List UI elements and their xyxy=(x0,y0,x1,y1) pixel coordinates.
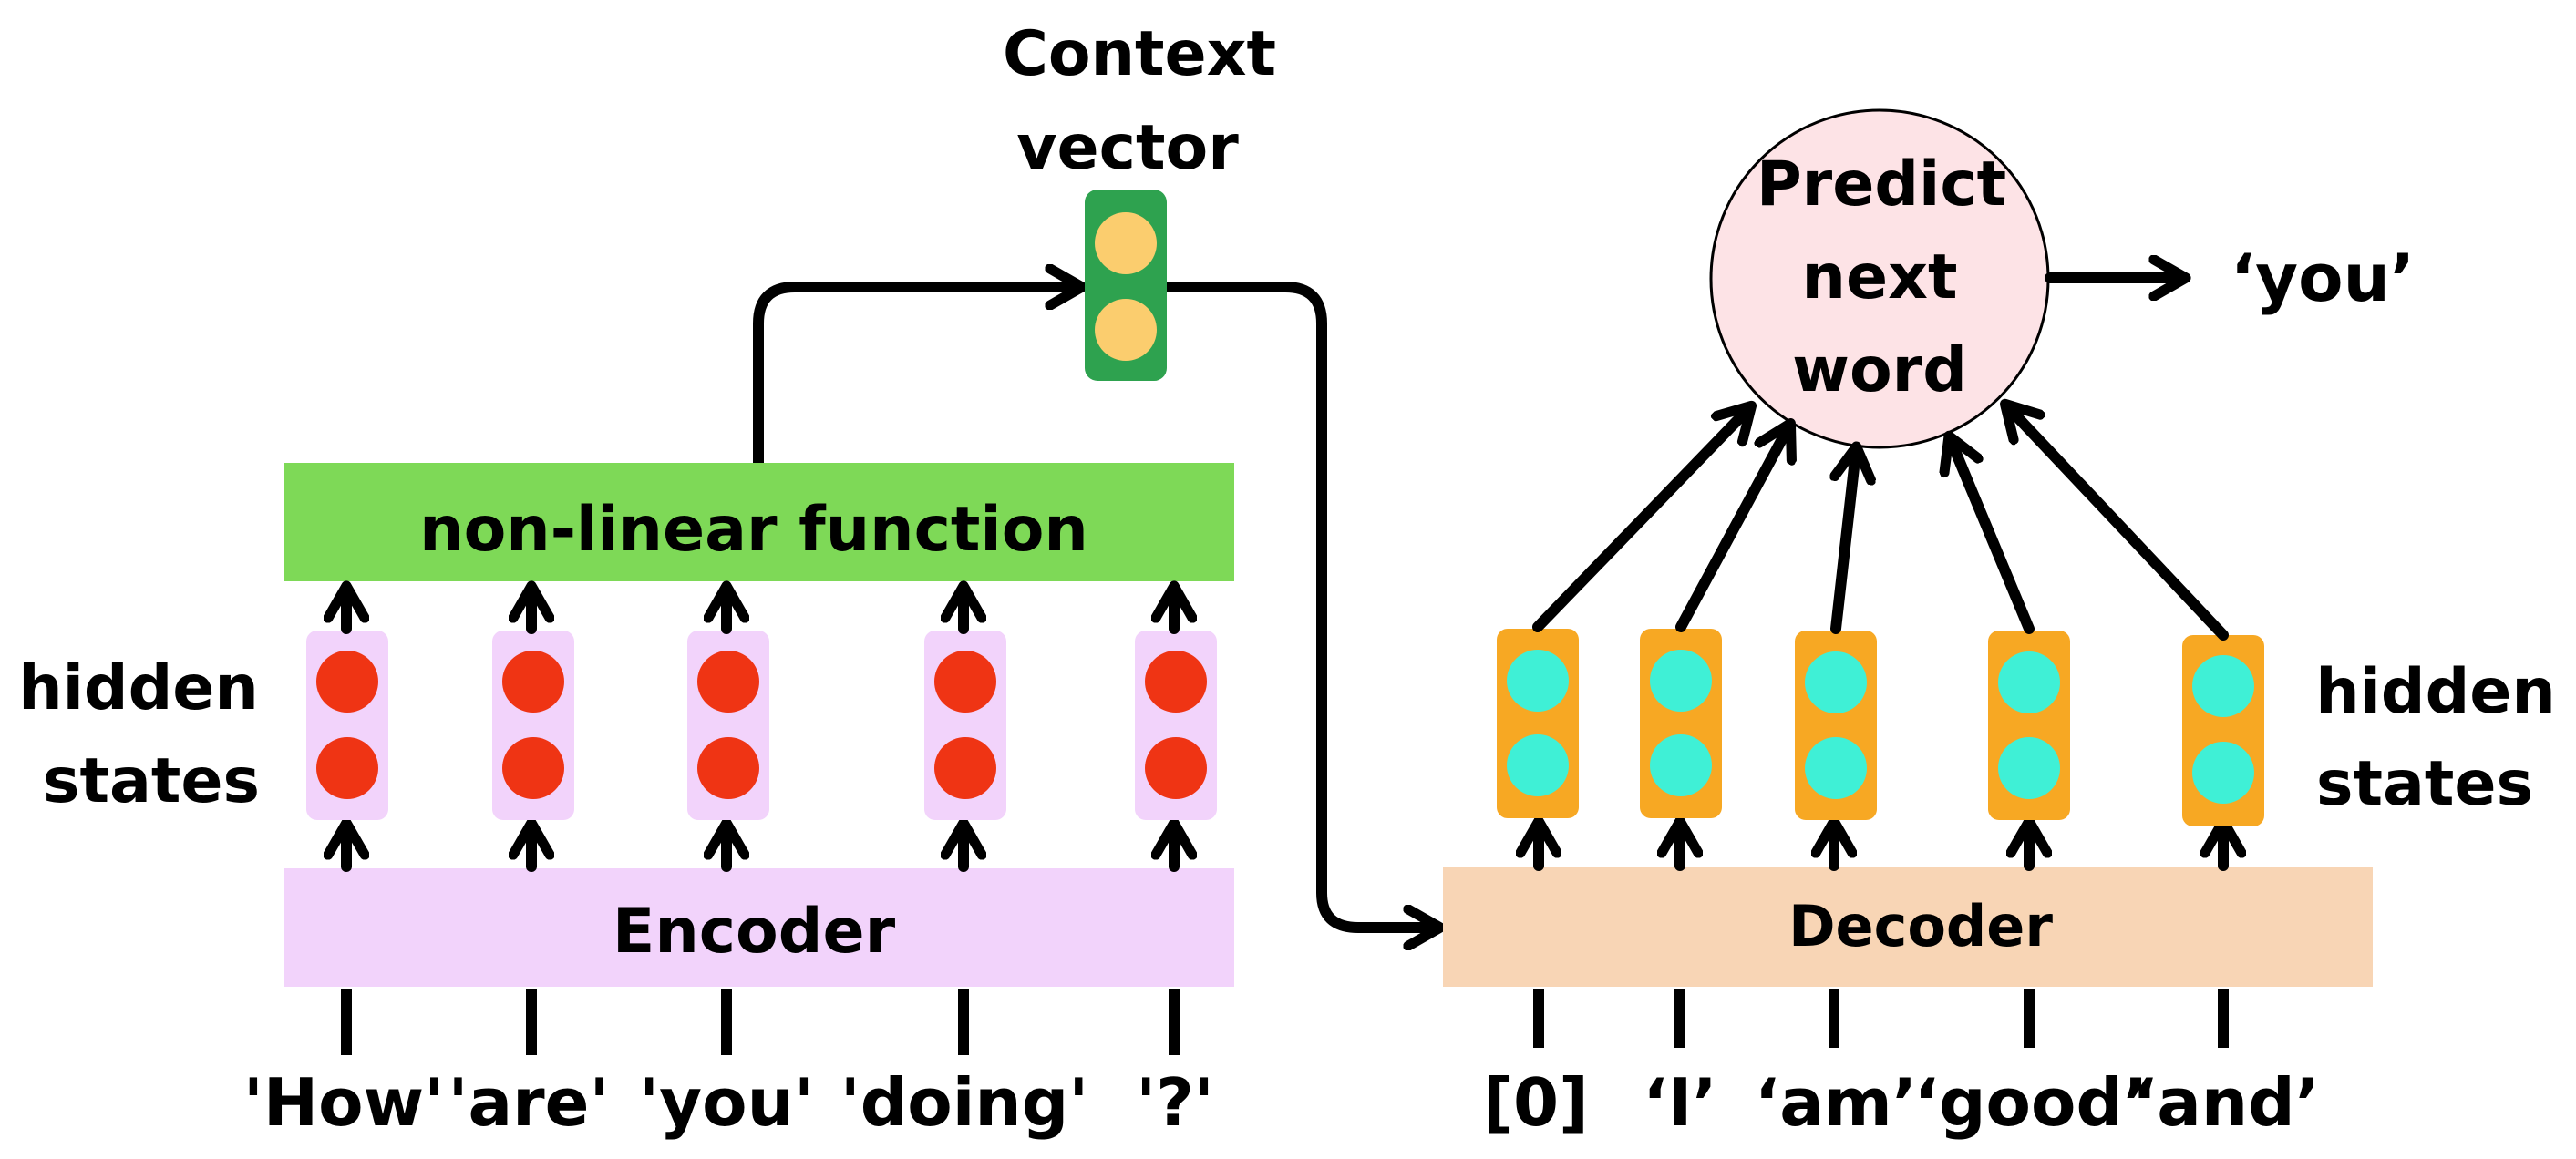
decoder-state-dot xyxy=(1805,737,1867,799)
decoder-state-dot xyxy=(1507,650,1569,712)
decoder-state-dot xyxy=(1650,734,1712,796)
nonlinear-function-box xyxy=(284,463,1234,581)
decoder-columns: [0] ‘I’ ‘am’ ‘good’ xyxy=(1483,407,2320,1141)
decoder-to-predict-arrow xyxy=(1532,409,1748,632)
encoder-label: Encoder xyxy=(613,896,896,968)
decoder-state-dot xyxy=(1998,737,2060,799)
decoder-to-predict-arrow xyxy=(1951,440,2035,634)
predict-label-line1: Predict xyxy=(1757,149,2006,221)
decoder-column-3: ‘am’ xyxy=(1755,451,1917,1141)
decoder-input-word: ‘good’ xyxy=(1914,1064,2148,1141)
decoder-to-predict-arrow xyxy=(2008,407,2229,641)
context-dot-2 xyxy=(1095,299,1157,361)
decoder-column-5: ‘and’ xyxy=(2008,407,2320,1141)
decoder-input-word: ‘am’ xyxy=(1755,1064,1917,1141)
context-vector-title-line1: Context xyxy=(1003,18,1276,90)
decoder-input-word: [0] xyxy=(1483,1064,1589,1141)
decoder-box xyxy=(1443,867,2373,987)
nonlinear-function-label: non-linear function xyxy=(419,494,1088,566)
encoder-state-dot xyxy=(934,651,996,713)
encoder-input-word: 'are' xyxy=(448,1064,609,1141)
encoder-state-dot xyxy=(1145,651,1207,713)
decoder-state-dot xyxy=(2192,742,2254,804)
decoder-input-word: ‘and’ xyxy=(2132,1064,2320,1141)
decoder-input-word: ‘I’ xyxy=(1643,1064,1717,1141)
encoder-column-5: '?' xyxy=(1135,590,1217,1141)
predict-label-line3: word xyxy=(1792,334,1967,406)
decoder-state-dot xyxy=(1805,651,1867,713)
predict-label-line2: next xyxy=(1802,241,1958,313)
encoder-column-4: 'doing' xyxy=(840,590,1089,1141)
decoder-hidden-states-label-line1: hidden xyxy=(2315,656,2556,728)
encoder-hidden-states-label-line1: hidden xyxy=(18,652,259,724)
encoder-state-dot xyxy=(316,651,378,713)
context-to-decoder-arrow xyxy=(1163,282,1436,928)
encoder-state-dot xyxy=(934,737,996,799)
decoder-state-dot xyxy=(2192,655,2254,717)
decoder-to-predict-arrow xyxy=(1675,427,1788,632)
decoder-hidden-states-label-line2: states xyxy=(2316,748,2533,820)
encoder-column-2: 'are' xyxy=(448,590,610,1141)
encoder-state-dot xyxy=(316,737,378,799)
encoder-input-word: 'doing' xyxy=(840,1064,1089,1141)
nonlinear-to-context-arrow xyxy=(753,287,1077,472)
decoder-label: Decoder xyxy=(1788,893,2053,959)
encoder-state-dot xyxy=(502,737,564,799)
context-vector xyxy=(1085,190,1167,381)
encoder-input-word: '?' xyxy=(1136,1064,1214,1141)
encoder-state-dot xyxy=(697,651,759,713)
decoder-to-predict-arrow xyxy=(1836,451,1856,634)
encoder-state-dot xyxy=(1145,737,1207,799)
encoder-state-dot xyxy=(697,737,759,799)
decoder-column-2: ‘I’ xyxy=(1640,427,1788,1141)
output-word: ‘you’ xyxy=(2231,240,2415,316)
encoder-column-1: 'How' xyxy=(243,590,444,1141)
encoder-input-word: 'How' xyxy=(243,1064,444,1141)
encoder-state-dot xyxy=(502,651,564,713)
encoder-column-3: 'you' xyxy=(639,590,814,1141)
decoder-state-dot xyxy=(1650,650,1712,712)
decoder-state-dot xyxy=(1507,734,1569,796)
context-dot-1 xyxy=(1095,212,1157,274)
decoder-state-dot xyxy=(1998,651,2060,713)
encoder-box xyxy=(284,868,1234,987)
decoder-column-4: ‘good’ xyxy=(1914,440,2148,1141)
context-vector-title-line2: vector xyxy=(1016,112,1239,184)
encoder-input-word: 'you' xyxy=(639,1064,814,1141)
encoder-hidden-states-label-line2: states xyxy=(43,745,260,817)
encoder-columns: 'How' 'are' 'you' 'doing' xyxy=(243,590,1217,1141)
decoder-column-1: [0] xyxy=(1483,409,1748,1141)
